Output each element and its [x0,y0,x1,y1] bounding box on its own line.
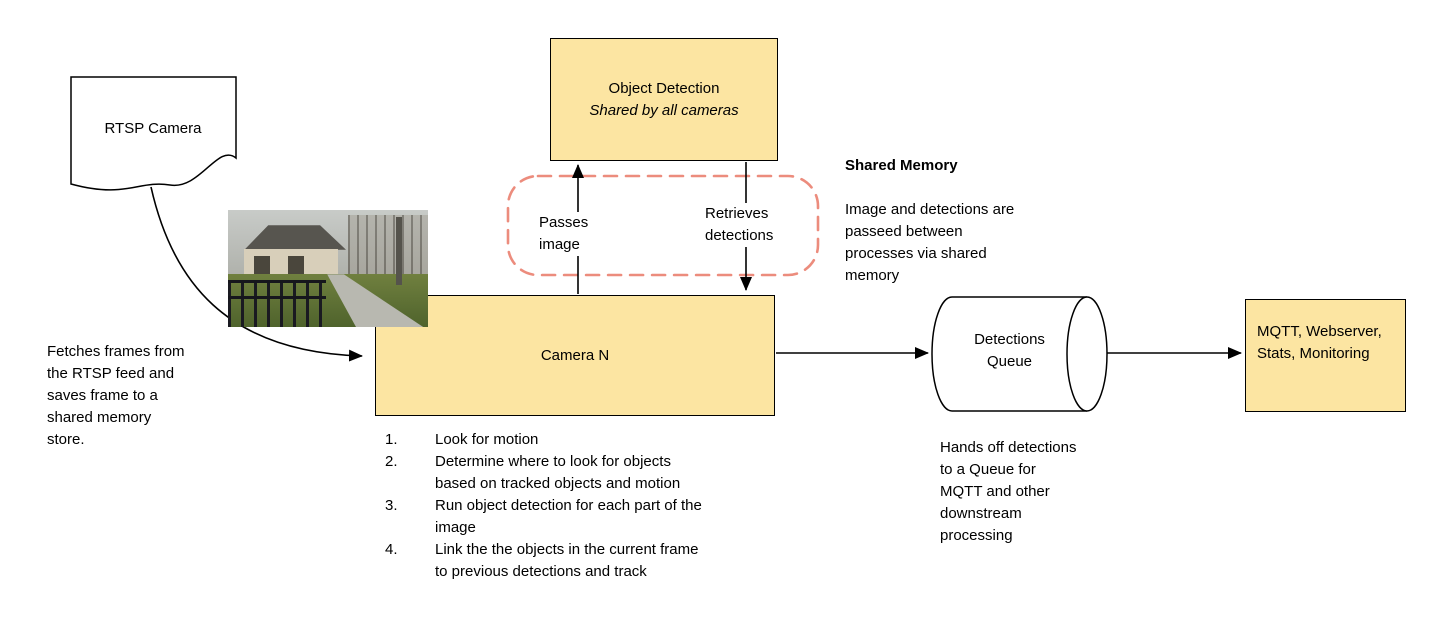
detections-queue-label: Detections Queue [974,331,1045,370]
camera-snapshot-image [228,210,428,327]
shared-memory-note: Shared Memory Image and detections are p… [845,133,1014,309]
step-number: 4. [385,541,398,558]
object-detection-title: Object Detection [608,79,720,97]
photo-door [254,255,270,276]
rtsp-camera-label: RTSP Camera [104,120,202,137]
photo-trees [348,214,428,278]
camera-step-3: 3. Run object detection for each part of… [385,495,702,539]
step-text: Run object detection for each part of th… [435,497,702,536]
shared-memory-body: Image and detections are passeed between… [845,201,1015,284]
object-detection-subtitle: Shared by all cameras [589,101,739,119]
camera-step-2: 2. Determine where to look for objects b… [385,451,702,495]
detections-queue-end-cap [1066,296,1108,412]
camera-n-node: Camera N [375,295,775,416]
shared-memory-dashed-region [506,174,820,277]
step-number: 3. [385,497,398,514]
camera-step-1: 1. Look for motion [385,429,702,451]
step-number: 1. [385,431,398,448]
photo-post [396,217,402,285]
fetches-frames-note: Fetches frames from the RTSP feed and sa… [47,343,185,448]
step-text: Link the the objects in the current fram… [435,541,699,580]
camera-steps-list: 1. Look for motion 2. Determine where to… [385,429,702,583]
detections-queue-outline [931,296,1087,412]
shared-memory-title: Shared Memory [845,157,958,174]
camera-n-label: Camera N [540,346,610,364]
photo-door [288,255,304,276]
step-text: Determine where to look for objects base… [435,453,681,492]
hands-off-note: Hands off detections to a Queue for MQTT… [940,439,1077,544]
outputs-label: MQTT, Webserver, Stats, Monitoring [1257,323,1382,362]
rtsp-camera-shape [70,76,237,191]
detections-queue-shape [932,297,1107,411]
step-text: Look for motion [435,431,539,448]
retrieves-detections-label: Retrieves detections [702,203,777,247]
photo-fence-rail [228,295,326,299]
passes-image-label: Passes image [536,212,592,256]
step-number: 2. [385,453,398,470]
camera-step-4: 4. Link the the objects in the current f… [385,539,702,583]
photo-fence [228,279,326,327]
object-detection-node: Object Detection Shared by all cameras [550,38,778,161]
outputs-node: MQTT, Webserver, Stats, Monitoring [1245,299,1406,412]
fetch-frames-arrow [150,186,363,362]
